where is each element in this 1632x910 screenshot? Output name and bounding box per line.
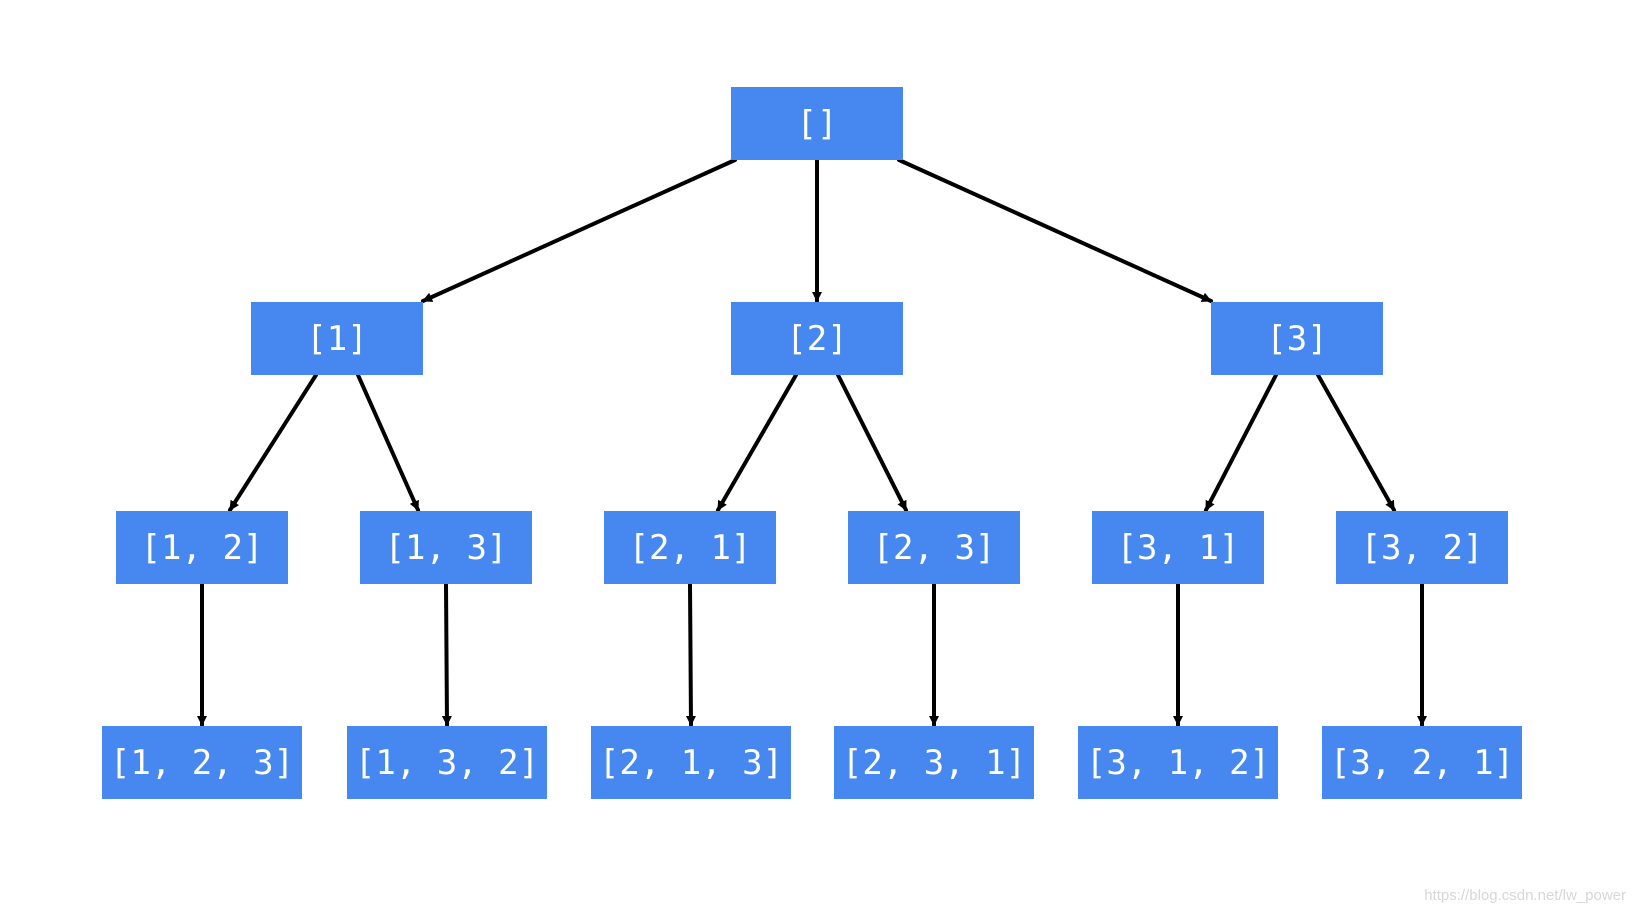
node-3-1: [3, 1] bbox=[1092, 511, 1264, 584]
edge-n2-to-n21 bbox=[716, 373, 798, 512]
node-2-1-3: [2, 1, 3] bbox=[591, 726, 791, 799]
edge-root-to-n3 bbox=[897, 158, 1213, 303]
node-3: [3] bbox=[1211, 302, 1383, 375]
watermark-text: https://blog.csdn.net/lw_power bbox=[1424, 887, 1626, 904]
edge-n3-to-n31 bbox=[1204, 373, 1278, 512]
node-3-1-2: [3, 1, 2] bbox=[1078, 726, 1278, 799]
node-1-3: [1, 3] bbox=[360, 511, 532, 584]
node-1-2: [1, 2] bbox=[116, 511, 288, 584]
node-2: [2] bbox=[731, 302, 903, 375]
node-1-2-3: [1, 2, 3] bbox=[102, 726, 302, 799]
node-3-2-1: [3, 2, 1] bbox=[1322, 726, 1522, 799]
node-1-3-2: [1, 3, 2] bbox=[347, 726, 547, 799]
edge-n3-to-n32 bbox=[1316, 373, 1396, 512]
node-2-3-1: [2, 3, 1] bbox=[834, 726, 1034, 799]
edge-n13-to-n132 bbox=[441, 582, 452, 727]
node-3-2: [3, 2] bbox=[1336, 511, 1508, 584]
edge-n1-to-n12 bbox=[228, 373, 318, 512]
edge-n21-to-n213 bbox=[685, 582, 696, 727]
edge-n1-to-n13 bbox=[356, 373, 420, 512]
node-2-3: [2, 3] bbox=[848, 511, 1020, 584]
edge-n2-to-n23 bbox=[836, 373, 908, 512]
edge-root-to-n1 bbox=[421, 158, 737, 303]
node-root: [] bbox=[731, 87, 903, 160]
node-1: [1] bbox=[251, 302, 423, 375]
node-2-1: [2, 1] bbox=[604, 511, 776, 584]
